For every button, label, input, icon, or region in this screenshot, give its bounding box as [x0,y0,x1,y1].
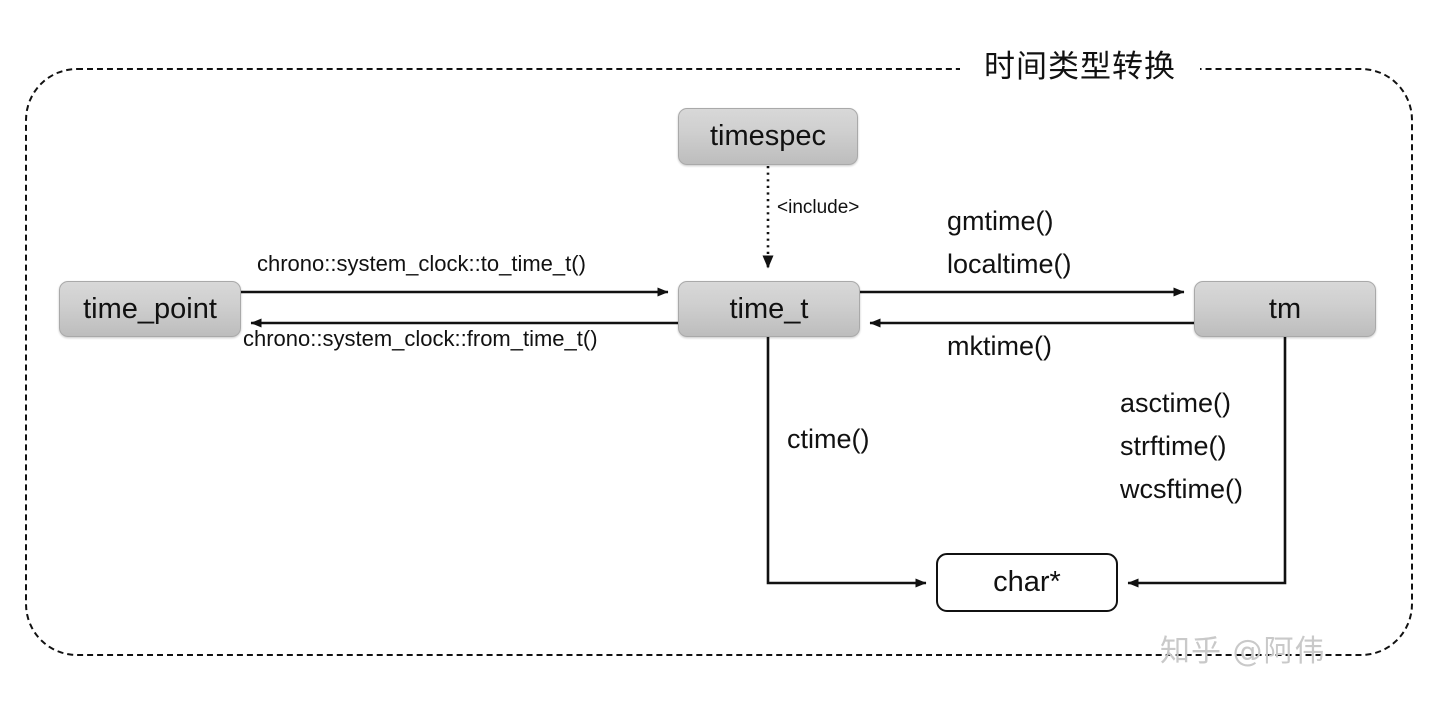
node-timespec[interactable]: timespec [678,108,858,165]
edge-label-gmtime: gmtime() [947,206,1054,236]
edge-label-wcsftime: wcsftime() [1120,474,1243,504]
edge-label-asctime: asctime() [1120,388,1232,418]
edge-label-strftime: strftime() [1120,431,1227,461]
edge-label-gmtime-localtime: gmtime() localtime() [947,200,1072,286]
watermark: 知乎 @阿伟 [1160,634,1326,669]
node-tm[interactable]: tm [1194,281,1376,337]
node-time-point[interactable]: time_point [59,281,241,337]
node-char-pointer[interactable]: char* [936,553,1118,612]
node-time-t[interactable]: time_t [678,281,860,337]
diagram-outer-frame [25,68,1413,656]
edge-label-to-time-t: chrono::system_clock::to_time_t() [257,251,586,276]
title-border-gap [960,54,1200,88]
edge-label-tm-to-char: asctime() strftime() wcsftime() [1120,382,1243,511]
edge-label-localtime: localtime() [947,249,1072,279]
edge-label-ctime: ctime() [787,424,870,454]
edge-label-from-time-t: chrono::system_clock::from_time_t() [243,326,598,351]
edge-label-include: <include> [777,197,860,218]
diagram-title: 时间类型转换 [984,49,1176,85]
edge-label-mktime: mktime() [947,331,1052,361]
